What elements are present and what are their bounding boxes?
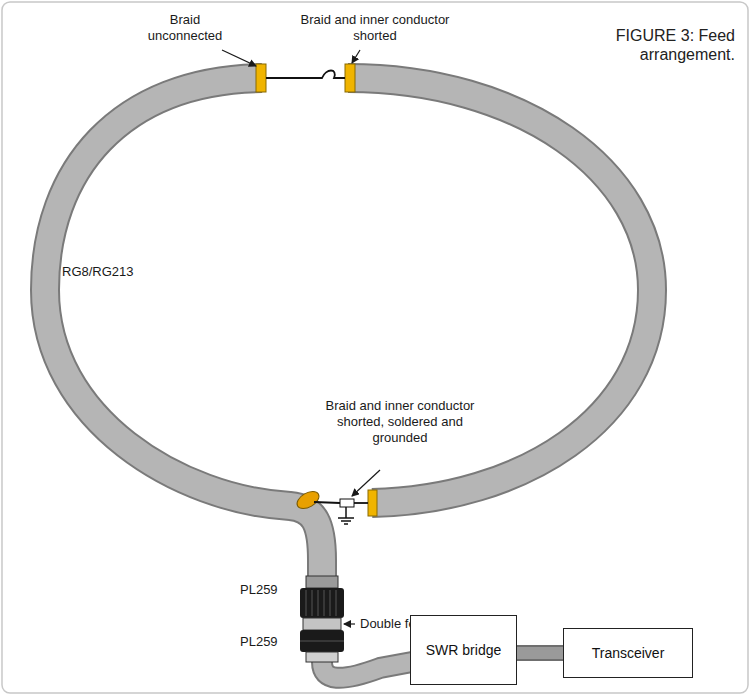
box-label: Transceiver — [592, 645, 665, 662]
part-label: Braid and inner conductor shorted — [300, 12, 450, 44]
part-label: Braid unconnected — [135, 12, 235, 44]
leader-arrow — [352, 50, 360, 63]
equipment-box: SWR bridge — [410, 615, 517, 685]
coax-cable — [45, 78, 652, 678]
pl259-connector — [300, 630, 344, 662]
part-label: Braid and inner conductor shorted, solde… — [325, 398, 475, 446]
part-label: PL259 — [240, 582, 298, 598]
figure-caption: FIGURE 3: Feed arrangement. — [590, 26, 735, 64]
leader-arrow — [222, 50, 256, 66]
equipment-box: Transceiver — [563, 628, 693, 678]
part-label: RG8/RG213 — [62, 264, 172, 280]
short-wire — [354, 502, 368, 504]
pl259-connector — [300, 576, 344, 618]
part-label: PL259 — [240, 634, 298, 650]
inner-conductor — [340, 499, 354, 507]
braid-band — [345, 64, 355, 92]
box-label: SWR bridge — [426, 642, 501, 659]
braid-cut — [294, 488, 322, 512]
short-wire — [314, 502, 340, 503]
braid-band — [256, 64, 266, 92]
inner-conductor-wire — [266, 71, 345, 79]
braid-band — [368, 490, 377, 516]
leader-arrow — [352, 470, 380, 496]
coax-cable-connector — [517, 653, 563, 654]
ground-symbol — [338, 507, 354, 524]
leader-arrow — [344, 623, 355, 624]
double-female-connector — [303, 618, 341, 630]
